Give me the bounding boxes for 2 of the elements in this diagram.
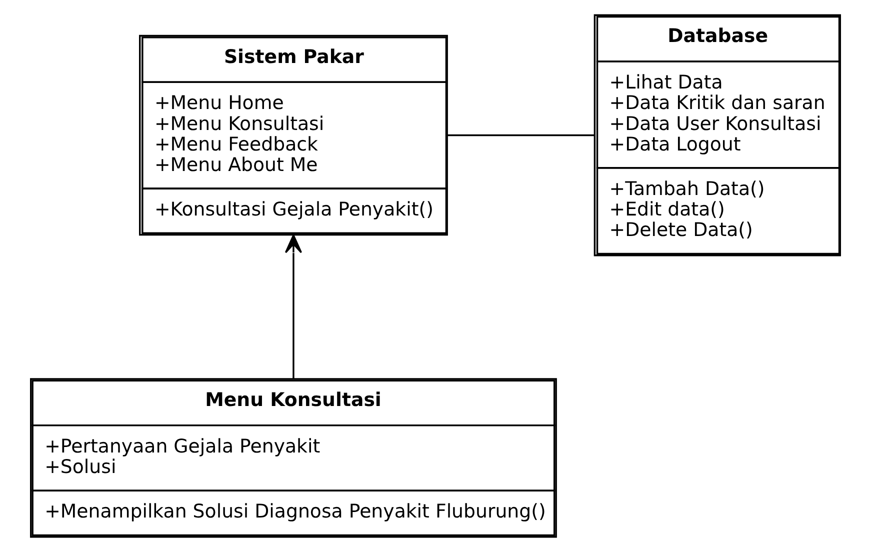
arrow bbox=[284, 234, 302, 379]
connector bbox=[446, 134, 594, 136]
